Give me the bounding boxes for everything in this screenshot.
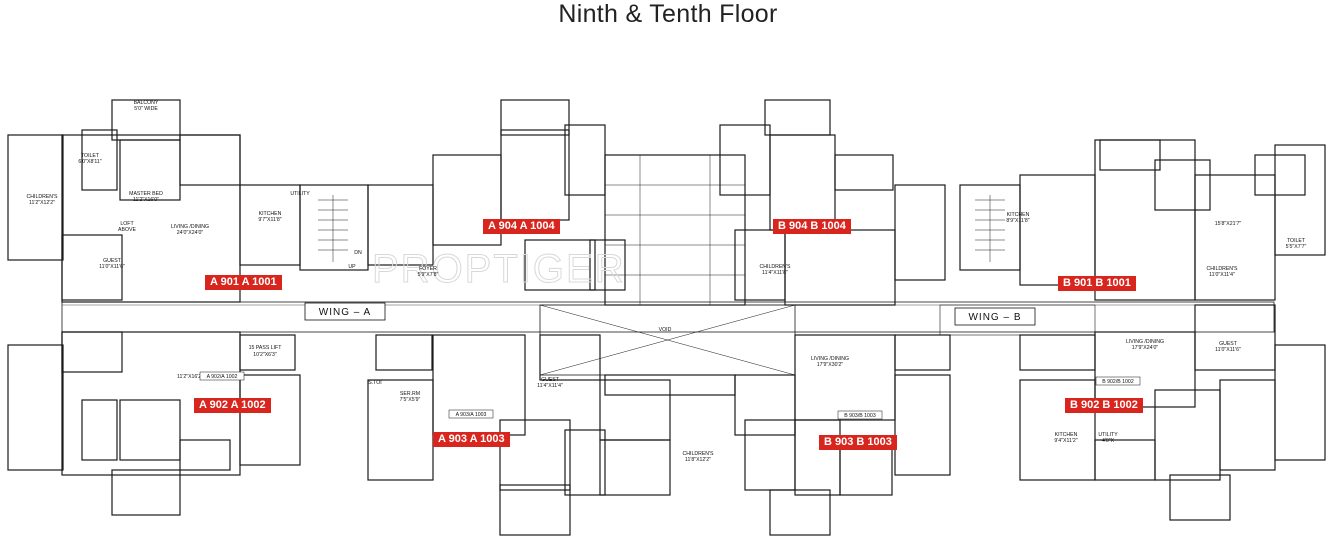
s-toi-label: S.TOI: [368, 380, 381, 386]
ser-rm-label: SER.RM: [400, 391, 420, 397]
small-tag-a902: A 902/A 1002: [207, 374, 238, 380]
balcony-size: 5'0" WIDE: [134, 106, 158, 112]
kitchen-size: 9'7"X11'8": [258, 217, 281, 223]
unit-tag-a903: A 903 A 1003: [433, 432, 510, 447]
toilet-label: TOILET: [81, 153, 100, 159]
living-size: 24'0"X24'0": [177, 230, 204, 236]
living-b-size: 15'8"X21'7": [1215, 221, 1242, 227]
unit-tag-a901: A 901 A 1001: [205, 275, 282, 290]
toilet-b-label: TOILET: [1287, 238, 1306, 244]
childrens-label: CHILDREN'S: [27, 194, 59, 200]
living-c-size: 17'9"X30'2": [817, 362, 844, 368]
dn-label: DN: [354, 250, 362, 256]
living-c-label: LIVING /DINING: [811, 356, 849, 362]
void-label: VOID: [659, 327, 672, 333]
foyer-size: 5'9"X7'8": [418, 272, 439, 278]
master-bed-a-size: 11'2"X16'2": [177, 374, 203, 380]
childrens-d-label: CHILDREN'S: [683, 451, 715, 457]
utility-b-size: 4'0"X: [1102, 438, 1115, 444]
childrens-b-size: 11'4"X11'8": [762, 270, 788, 276]
wing-b-label: WING – B: [968, 312, 1021, 323]
kitchen-b-size: 8'9"X11'8": [1006, 218, 1029, 224]
master-bed-size: 11'2"X16'0": [133, 197, 159, 203]
loft-above-label: ABOVE: [118, 227, 136, 233]
small-tag-b903: B 903/B 1003: [844, 413, 876, 419]
kitchen-label: KITCHEN: [259, 211, 282, 217]
page-title: Ninth & Tenth Floor: [558, 0, 778, 28]
small-tag-b902: B 902/B 1002: [1102, 379, 1134, 385]
loft-label: LOFT: [120, 221, 134, 227]
foyer-label: FOYER: [419, 266, 437, 272]
up-label: UP: [348, 264, 356, 270]
guest-size: 11'0"X11'6": [99, 264, 125, 270]
unit-tag-b902: B 902 B 1002: [1065, 398, 1143, 413]
living-d-size: 17'9"X24'0": [1132, 345, 1159, 351]
small-tag-a903: A 903/A 1003: [456, 412, 487, 418]
utility-b-label: UTILITY: [1098, 432, 1118, 438]
childrens-size: 11'2"X12'2": [29, 200, 55, 206]
guest-c-label: GUEST: [1219, 341, 1238, 347]
childrens-c-label: CHILDREN'S: [1207, 266, 1239, 272]
living-label: LIVING /DINING: [171, 224, 209, 230]
toilet-size: 6'0"X8'11": [78, 159, 101, 165]
guest-label: GUEST: [103, 258, 122, 264]
watermark-text: PROPTIGER: [372, 247, 626, 291]
unit-tag-b903: B 903 B 1003: [819, 435, 897, 450]
living-d-label: LIVING /DINING: [1126, 339, 1164, 345]
utility-label: UTILITY: [290, 191, 310, 197]
unit-tag-b901: B 901 B 1001: [1058, 276, 1136, 291]
unit-tag-b904: B 904 B 1004: [773, 219, 851, 234]
lift-label: 15 PASS LIFT: [249, 345, 283, 351]
guest-b-size: 11'4"X11'4": [537, 383, 563, 389]
childrens-d-size: 11'8"X12'2": [685, 457, 711, 463]
kitchen-b-label: KITCHEN: [1007, 212, 1030, 218]
unit-tag-a904: A 904 A 1004: [483, 219, 560, 234]
childrens-c-size: 11'0"X11'4": [1209, 272, 1235, 278]
kitchen-c-label: KITCHEN: [1055, 432, 1078, 438]
guest-b-label: GUEST: [541, 377, 560, 383]
kitchen-c-size: 9'4"X11'2": [1054, 438, 1077, 444]
balcony-label: BALCONY: [134, 100, 159, 106]
unit-tag-a902: A 902 A 1002: [194, 398, 271, 413]
guest-c-size: 11'0"X11'6": [1215, 347, 1241, 353]
lift-size: 10'2"X6'3": [253, 352, 277, 358]
childrens-b-label: CHILDREN'S: [760, 264, 792, 270]
wing-a-label: WING – A: [319, 307, 371, 318]
toilet-b-size: 5'5"X7'7": [1286, 244, 1307, 250]
master-bed-label: MASTER BED: [129, 191, 163, 197]
ser-rm-size: 7'5"X5'9": [400, 397, 421, 403]
